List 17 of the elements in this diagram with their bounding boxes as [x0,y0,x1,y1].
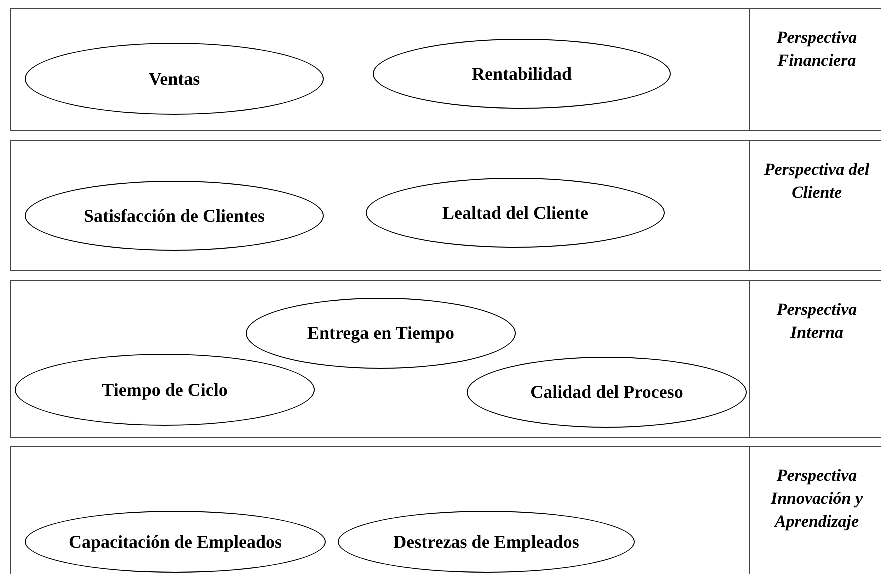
objective-ellipse: Rentabilidad [373,39,671,109]
objective-ellipse: Tiempo de Ciclo [15,354,315,426]
perspective-band [10,280,881,438]
perspective-label: Perspectiva del Cliente [763,159,871,204]
objective-ellipse: Entrega en Tiempo [246,298,516,369]
objective-ellipse: Calidad del Proceso [467,357,747,428]
perspective-label: Perspectiva Interna [776,299,858,344]
objective-ellipse: Lealtad del Cliente [366,178,665,248]
perspective-band [10,446,881,574]
objective-ellipse: Destrezas de Empleados [338,511,635,573]
objective-ellipse: Ventas [25,43,324,115]
objective-ellipse: Satisfacción de Clientes [25,181,324,251]
perspective-label: Perspectiva Financiera [776,27,858,72]
objective-ellipse: Capacitación de Empleados [25,511,326,573]
perspective-label: Perspectiva Innovación y Aprendizaje [770,465,864,533]
perspective-band [10,8,881,131]
perspective-band [10,140,881,271]
